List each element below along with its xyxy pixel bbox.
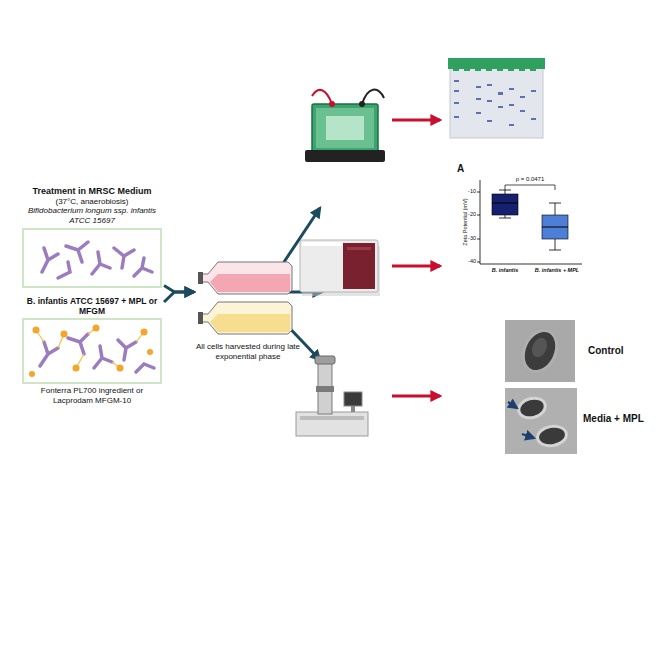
p-value: p = 0.0471 <box>516 176 545 182</box>
zeta-analyzer <box>300 240 380 296</box>
gel-image <box>448 58 545 138</box>
electron-microscope <box>296 356 368 436</box>
micrograph-control <box>505 320 575 382</box>
box-plot <box>477 180 582 264</box>
micrograph-label: Control <box>588 346 624 356</box>
culture-heading: Treatment in MRSC Medium <box>32 186 151 197</box>
culture-node: Treatment in MRSC Medium(37°C, anaerobio… <box>20 186 164 290</box>
flow-arrow <box>164 292 194 302</box>
category-label: B. infantis + MPL <box>535 268 579 274</box>
treatment-label: B. infantis ATCC 15697 + MPL or MFGM <box>20 296 164 316</box>
harvest-note: All cells harvested during late exponent… <box>194 342 302 361</box>
category-label: B. infantis <box>492 268 519 274</box>
axis-title: Zeta Potential (mV) <box>463 198 469 245</box>
panel-letter: A <box>457 164 464 174</box>
ingredient-label: Fonterra PL700 ingredient or Lacprodam M… <box>20 386 164 405</box>
tick-label: -20 <box>468 212 476 218</box>
micrograph-label: Media + MPL <box>583 414 644 424</box>
strain-name: Bifidobacterium longum ssp. infantis ATC… <box>20 206 164 225</box>
gel-apparatus <box>305 90 385 162</box>
culture-conditions: (37°C, anaerobiosis) <box>55 197 128 207</box>
culture-frame <box>22 318 162 384</box>
flow-arrow <box>164 286 194 292</box>
culture-frame <box>22 228 162 288</box>
result-arrow <box>392 395 440 398</box>
micrograph-mpl <box>505 388 577 454</box>
result-arrow <box>392 119 440 122</box>
tick-label: -40 <box>468 259 476 265</box>
result-arrow <box>392 265 440 268</box>
culture-node: All cells harvested during late exponent… <box>194 256 302 361</box>
culture-node: B. infantis ATCC 15697 + MPL or MFGM Fon… <box>20 296 164 406</box>
result-arrows <box>392 120 440 396</box>
culture-flasks <box>196 258 301 340</box>
tick-label: -10 <box>468 189 476 195</box>
tick-label: -30 <box>468 236 476 242</box>
